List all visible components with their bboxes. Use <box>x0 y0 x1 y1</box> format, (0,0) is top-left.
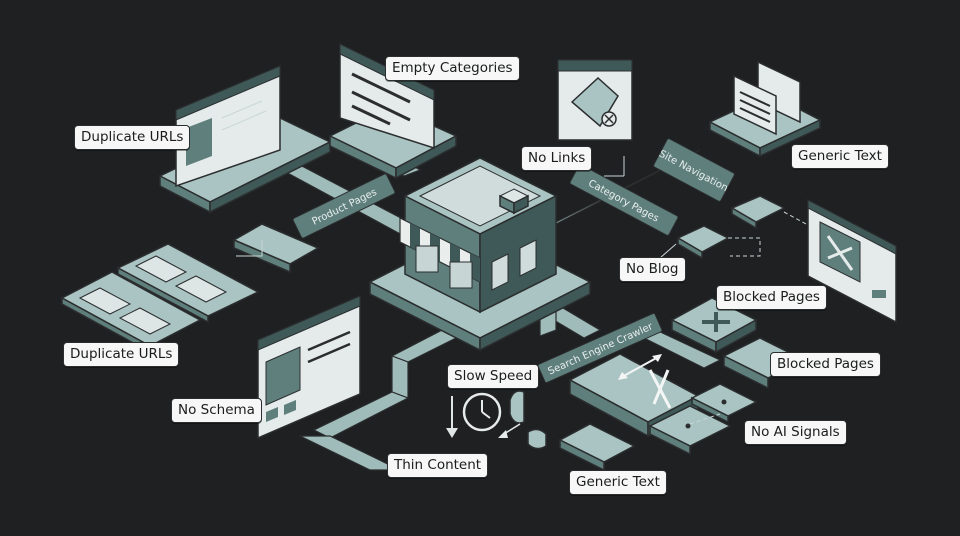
label-slow-speed: Slow Speed <box>447 364 540 389</box>
generic-text-documents <box>708 60 822 158</box>
path-tag-site-navigation: Site Navigation <box>653 138 735 202</box>
label-blocked-pages-right: Blocked Pages <box>770 352 881 377</box>
label-empty-categories: Empty Categories <box>385 56 520 81</box>
clock-icon <box>446 392 502 438</box>
ai-signals-blocks <box>648 383 758 456</box>
empty-categories-monitor <box>328 42 458 180</box>
crawler-arrows <box>618 354 672 409</box>
label-no-ai-signals: No AI Signals <box>744 420 847 445</box>
blocked-page-screen <box>807 198 897 324</box>
label-generic-text-top: Generic Text <box>791 144 889 169</box>
label-no-schema: No Schema <box>171 398 262 423</box>
callout-connectors <box>604 156 677 259</box>
navigation-blocks <box>676 195 807 260</box>
magnet-icon <box>498 390 547 450</box>
label-no-links: No Links <box>521 146 593 171</box>
cross-icon <box>670 297 758 354</box>
label-blocked-pages-top: Blocked Pages <box>716 285 827 310</box>
storefront-icon <box>399 157 558 314</box>
label-duplicate-urls-top: Duplicate URLs <box>74 125 191 150</box>
label-duplicate-urls-bottom: Duplicate URLs <box>63 342 180 367</box>
no-schema-monitor <box>257 294 361 440</box>
duplicate-urls-monitor <box>158 64 332 214</box>
product-pages-stack <box>60 223 320 354</box>
label-thin-content: Thin Content <box>387 453 489 478</box>
label-generic-text-bottom: Generic Text <box>569 470 667 495</box>
label-no-blog: No Blog <box>619 257 686 282</box>
broken-link-tag-icon <box>557 59 633 141</box>
